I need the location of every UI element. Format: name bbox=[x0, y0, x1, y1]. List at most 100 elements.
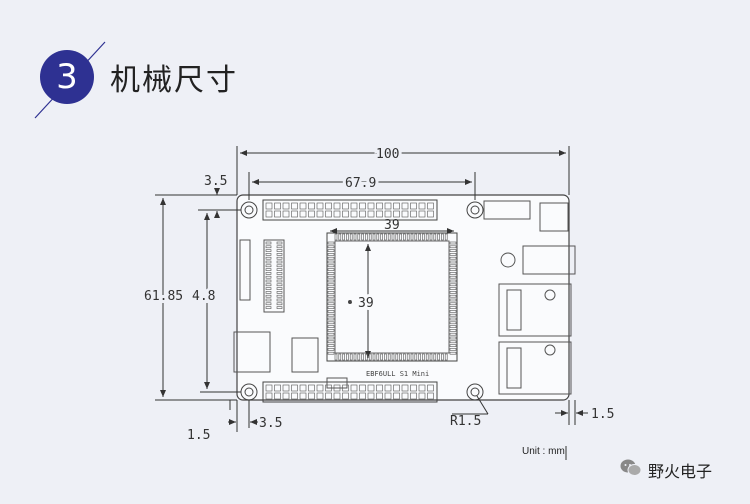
connector-lead bbox=[265, 302, 272, 306]
chip-lead bbox=[449, 321, 457, 325]
header-pin bbox=[393, 202, 400, 210]
dim-bottom-margin-label: 1.5 bbox=[187, 428, 210, 443]
header-pin bbox=[393, 210, 400, 218]
wechat-icon bbox=[620, 458, 642, 482]
chip-lead bbox=[449, 275, 457, 279]
chip-lead bbox=[387, 233, 391, 241]
dim-heights bbox=[155, 194, 241, 401]
connector-lead bbox=[276, 302, 283, 306]
header-pin bbox=[359, 210, 366, 218]
header-pin bbox=[274, 384, 281, 392]
connector-lead bbox=[265, 256, 272, 260]
chip-lead bbox=[346, 233, 349, 241]
header-pin bbox=[316, 202, 324, 210]
left-components bbox=[233, 239, 348, 389]
header-pin bbox=[410, 392, 417, 400]
header-pin bbox=[265, 202, 273, 210]
chip-lead bbox=[418, 353, 421, 361]
chip-lead bbox=[449, 294, 457, 298]
chip-lead bbox=[449, 302, 457, 306]
chip-lead bbox=[365, 353, 368, 361]
header-pin bbox=[401, 392, 409, 400]
connector-lead bbox=[265, 245, 272, 249]
chip-lead bbox=[395, 233, 399, 241]
chip-lead bbox=[353, 233, 357, 241]
dim-edge-offset bbox=[198, 188, 241, 218]
connector-lead bbox=[276, 253, 283, 256]
chip-lead bbox=[449, 351, 457, 355]
chip-lead bbox=[376, 233, 380, 241]
chip-lead bbox=[387, 353, 391, 361]
connector-lead bbox=[276, 298, 283, 302]
connector-lead bbox=[276, 241, 283, 245]
connector-lead bbox=[265, 283, 272, 287]
chip-lead bbox=[338, 233, 342, 241]
header-pin bbox=[376, 210, 383, 218]
header-pin bbox=[299, 210, 307, 218]
dim-bottom-offset-label: 3.5 bbox=[259, 416, 282, 431]
header-pin bbox=[350, 202, 358, 210]
header-pin bbox=[316, 392, 324, 400]
chip-lead bbox=[327, 313, 335, 317]
chip-lead bbox=[357, 353, 361, 361]
chip-lead bbox=[372, 353, 376, 361]
connector-lead bbox=[265, 291, 272, 294]
header-pin bbox=[291, 392, 298, 400]
chip-lead bbox=[327, 264, 335, 268]
chip-lead bbox=[376, 353, 380, 361]
chip-lead bbox=[349, 233, 353, 241]
chip-lead bbox=[449, 253, 457, 256]
header-pin bbox=[401, 384, 409, 392]
header-pin bbox=[291, 384, 298, 392]
board-outline bbox=[236, 194, 570, 401]
connector-lead bbox=[265, 264, 272, 268]
header-pin bbox=[299, 392, 307, 400]
header-pin bbox=[333, 202, 341, 210]
header-pin bbox=[384, 202, 392, 210]
header-pin bbox=[308, 202, 315, 210]
chip-lead bbox=[422, 233, 425, 241]
chip-lead bbox=[425, 353, 429, 361]
header-pin bbox=[393, 384, 400, 392]
header-pin bbox=[291, 210, 298, 218]
header-pin bbox=[359, 384, 366, 392]
header-pin bbox=[410, 202, 417, 210]
header-pin bbox=[308, 210, 315, 218]
header-pin bbox=[359, 392, 366, 400]
dim-chip-height-label: 39 bbox=[358, 296, 374, 311]
chip-lead bbox=[433, 353, 437, 361]
chip-lead bbox=[327, 310, 335, 313]
top-pin-header bbox=[262, 199, 438, 221]
chip-lead bbox=[449, 268, 457, 271]
connector-lead bbox=[276, 260, 283, 264]
header-pin bbox=[274, 202, 281, 210]
dim-chip-width-label: 39 bbox=[384, 218, 400, 233]
chip-lead bbox=[327, 298, 335, 302]
connector-lead bbox=[276, 279, 283, 283]
chip-lead bbox=[449, 264, 457, 268]
header-pin bbox=[316, 210, 324, 218]
header-pin bbox=[401, 202, 409, 210]
section-title: 机械尺寸 bbox=[110, 63, 238, 98]
chip-lead bbox=[449, 291, 457, 294]
chip-lead bbox=[327, 249, 335, 252]
chip-lead bbox=[449, 298, 457, 302]
dim-header-width-label: 67.9 bbox=[345, 176, 376, 191]
chip-lead bbox=[368, 233, 372, 241]
chip-lead bbox=[449, 310, 457, 313]
connector-lead bbox=[265, 279, 272, 283]
chip-lead bbox=[444, 353, 448, 361]
header-pin bbox=[418, 392, 426, 400]
header-pin bbox=[376, 392, 383, 400]
dim-chip bbox=[330, 228, 454, 358]
chip-lead bbox=[361, 353, 364, 361]
chip-lead bbox=[327, 351, 335, 355]
chip-lead bbox=[429, 233, 433, 241]
bottom-pin-header bbox=[262, 381, 438, 403]
header-pin bbox=[418, 210, 426, 218]
connector-lead bbox=[265, 249, 272, 252]
chip-lead bbox=[338, 353, 342, 361]
connector-lead bbox=[276, 245, 283, 249]
header-pin bbox=[265, 384, 273, 392]
chip-lead bbox=[449, 260, 457, 264]
